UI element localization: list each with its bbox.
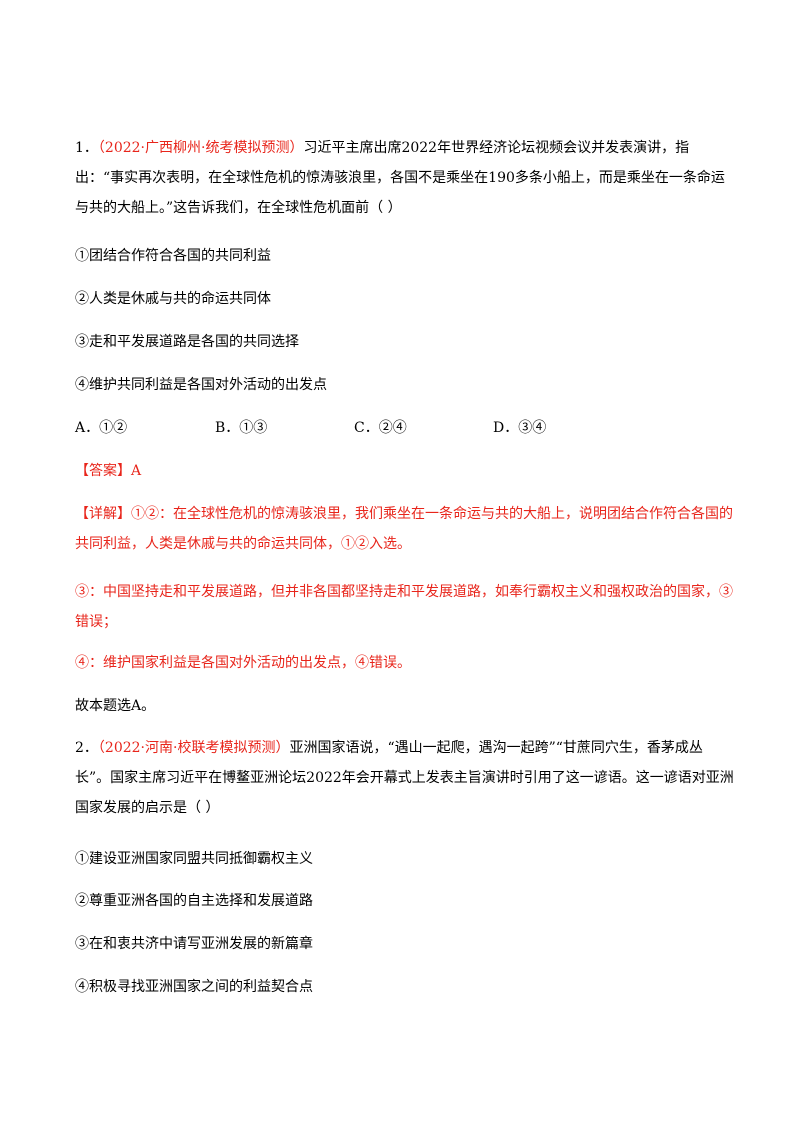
statement-2: ②人类是休戚与共的命运共同体: [75, 291, 271, 307]
q2-statement-3: ③在和衷共济中请写亚洲发展的新篇章: [75, 936, 313, 952]
statement-1: ①团结合作符合各国的共同利益: [75, 248, 271, 264]
question-source: （2022·河南·校联考模拟预测）: [97, 740, 290, 756]
question-number: 1．: [75, 140, 98, 156]
detail-text: ①②：在全球性危机的惊涛骇浪里，我们乘坐在一条命运与共的大船上，说明团结合作符合…: [75, 506, 733, 552]
option-c: C．②④: [354, 420, 407, 436]
detail-paragraph-2: ③：中国坚持走和平发展道路，但并非各国都坚持走和平发展道路，如奉行霸权主义和强权…: [75, 584, 733, 630]
option-b: B．①③: [215, 420, 268, 436]
question-source: （2022·广西柳州·统考模拟预测）: [97, 140, 304, 156]
answer-value: A: [131, 463, 142, 479]
answer-line: 【答案】A: [75, 456, 735, 486]
q2-statement-4: ④积极寻找亚洲国家之间的利益契合点: [75, 979, 313, 995]
q2-statement-2: ②尊重亚洲各国的自主选择和发展道路: [75, 893, 313, 909]
statement-4: ④维护共同利益是各国对外活动的出发点: [75, 377, 327, 393]
question-number: 2．: [75, 740, 98, 756]
conclusion-text: 故本题选A。: [75, 698, 156, 714]
q2-statement-1: ①建设亚洲国家同盟共同抵御霸权主义: [75, 851, 313, 867]
detail-paragraph-3: ④：维护国家利益是各国对外活动的出发点，④错误。: [75, 655, 411, 671]
answer-label: 【答案】: [75, 463, 131, 479]
detail-paragraph-1: 【详解】①②：在全球性危机的惊涛骇浪里，我们乘坐在一条命运与共的大船上，说明团结…: [75, 499, 735, 559]
statement-3: ③走和平发展道路是各国的共同选择: [75, 334, 299, 350]
question-text: 习近平主席出席2022年世界经济论坛视频会议并发表演讲，指出：“事实再次表明，在…: [75, 140, 725, 216]
detail-label: 【详解】: [75, 506, 131, 522]
option-a: A．①②: [75, 420, 128, 436]
question-2-stem: 2．（2022·河南·校联考模拟预测）亚洲国家语说，“遇山一起爬，遇沟一起跨”“…: [75, 733, 735, 823]
option-d: D．③④: [493, 420, 547, 436]
question-1-stem: 1．（2022·广西柳州·统考模拟预测）习近平主席出席2022年世界经济论坛视频…: [75, 133, 735, 223]
answer-options: A．①② B．①③ C．②④ D．③④: [75, 413, 735, 443]
question-text: 亚洲国家语说，“遇山一起爬，遇沟一起跨”“甘蔗同穴生，香茅成丛长”。国家主席习近…: [75, 740, 734, 816]
